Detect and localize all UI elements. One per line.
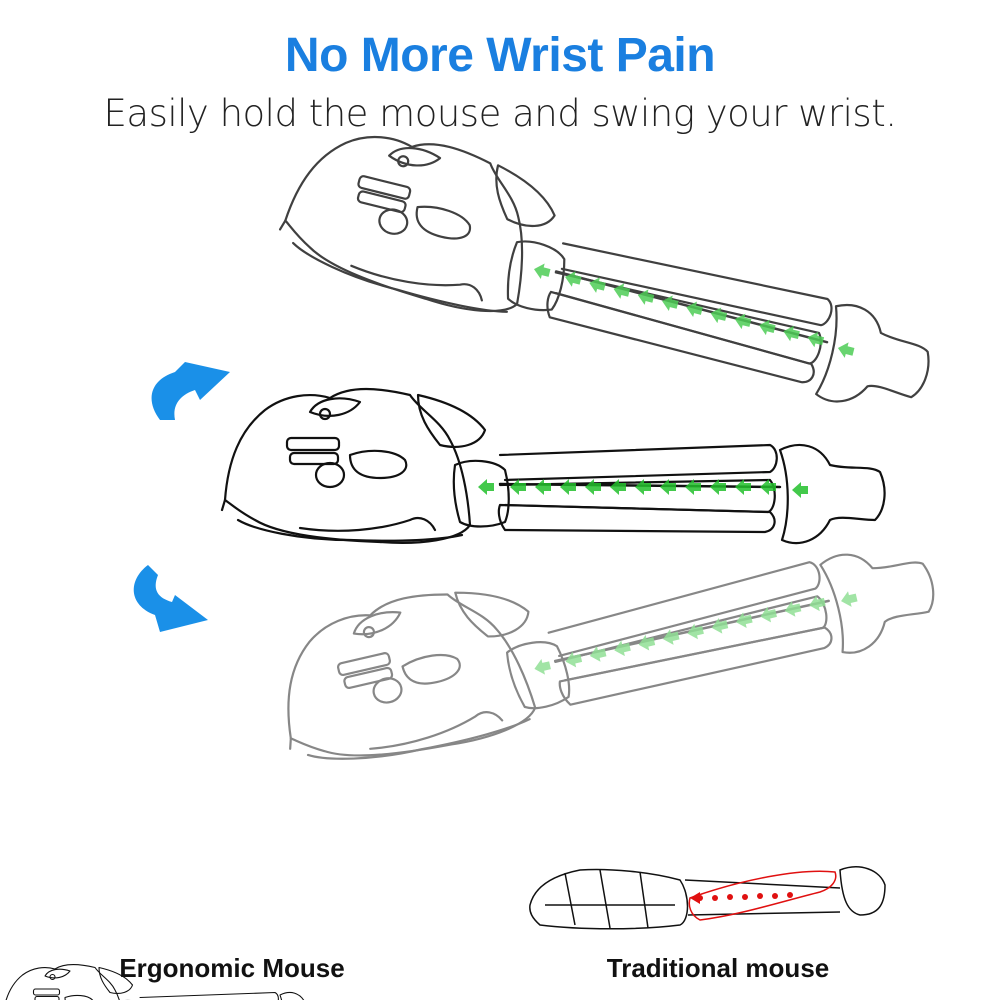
wrist-position-center xyxy=(220,387,886,545)
rotate-up-arrow-icon xyxy=(151,362,230,420)
wrist-position-down xyxy=(261,480,945,783)
wrist-position-up xyxy=(270,110,954,424)
rotate-down-arrow-icon xyxy=(133,565,208,632)
ergonomic-mouse-label: Ergonomic Mouse xyxy=(119,953,345,983)
page-subtitle: Easily hold the mouse and swing your wri… xyxy=(103,92,897,135)
traditional-mouse-label: Traditional mouse xyxy=(606,953,830,983)
page-title: No More Wrist Pain xyxy=(284,29,716,82)
traditional-mouse-diagram xyxy=(529,866,886,930)
